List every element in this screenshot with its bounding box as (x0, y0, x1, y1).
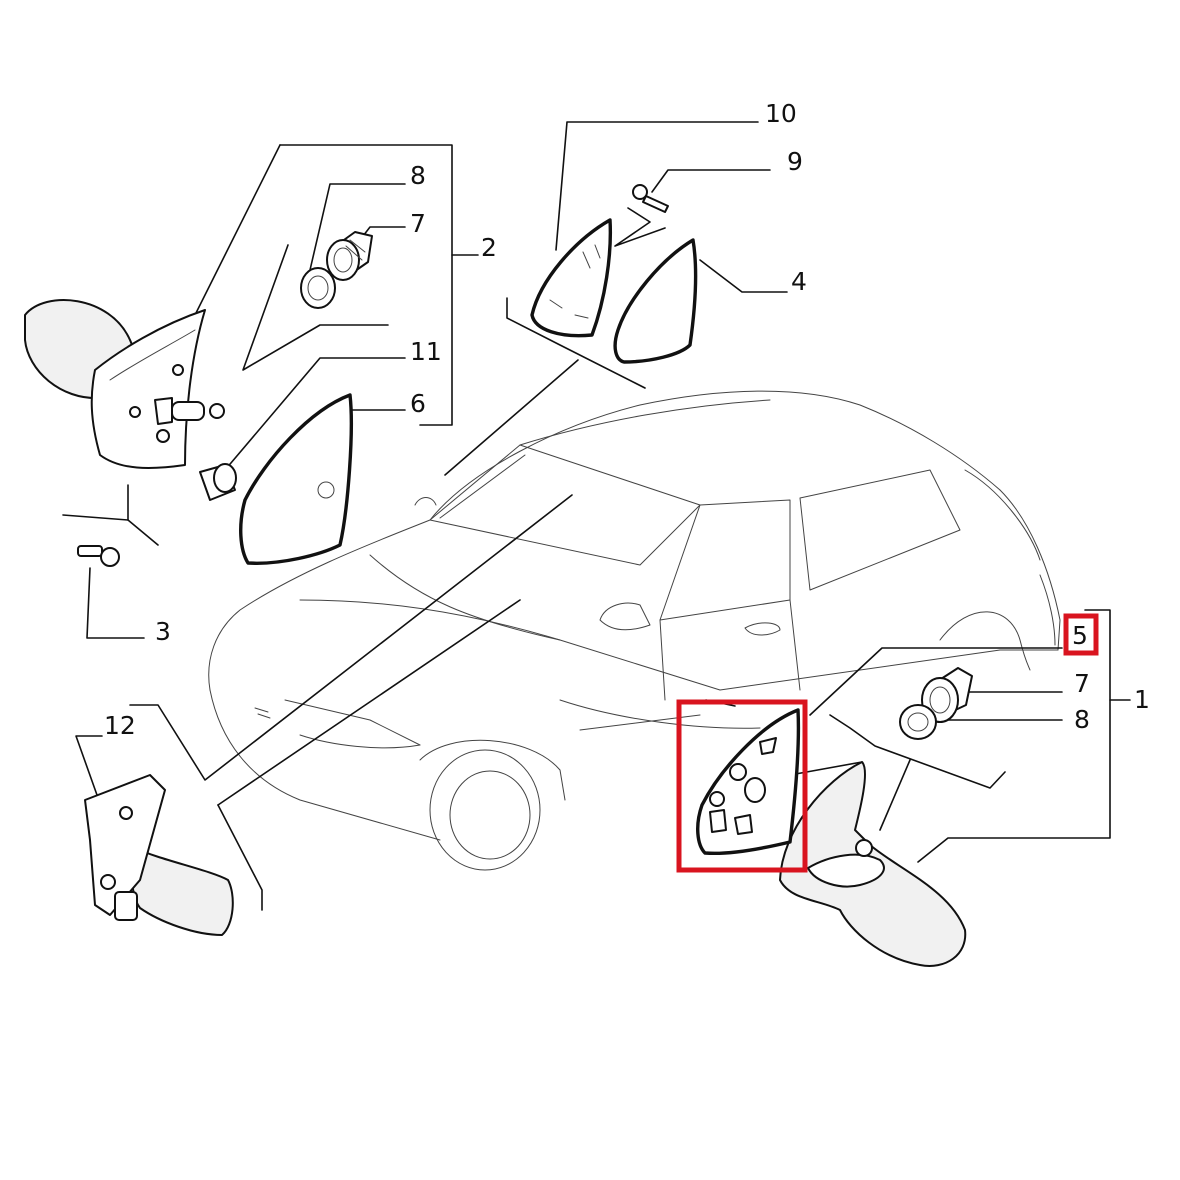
interior-mirror-part-12 (84, 774, 234, 936)
nut-part-8-top (300, 267, 336, 309)
callout-4: 4 (791, 267, 807, 296)
right-mirror-housing (779, 761, 967, 967)
screw-part-9 (632, 184, 669, 213)
callout-6: 6 (410, 389, 426, 418)
highlight-group (676, 613, 1099, 873)
mirror-base-part-5 (696, 708, 801, 856)
highlight-box-part-5 (676, 699, 808, 873)
highlight-box-label-5 (1063, 613, 1099, 656)
callout-8-right: 8 (1074, 705, 1090, 734)
spring-part-7-top (326, 231, 373, 281)
bushing-part-11 (199, 463, 237, 501)
callout-7-right: 7 (1074, 669, 1090, 698)
callout-labels: 10 9 8 7 2 4 11 6 3 5 7 1 8 12 (104, 99, 1150, 740)
nut-part-8-right (899, 704, 937, 740)
callout-5: 5 (1072, 621, 1088, 650)
callout-1: 1 (1134, 685, 1150, 714)
left-mirror-housing (24, 299, 225, 469)
callout-10: 10 (765, 99, 797, 128)
leader-lines (62, 121, 1131, 911)
callout-7-top: 7 (410, 209, 426, 238)
callout-3: 3 (155, 617, 171, 646)
screw-part-3 (77, 545, 120, 567)
callout-9: 9 (787, 147, 803, 176)
callout-11: 11 (410, 337, 442, 366)
callout-8-top: 8 (410, 161, 426, 190)
glass-part-4 (613, 238, 698, 364)
mirror-glass-part-6 (239, 393, 353, 565)
callout-12: 12 (104, 711, 136, 740)
callout-2: 2 (481, 233, 497, 262)
cover-part-10 (530, 218, 613, 338)
car-outline (208, 390, 1061, 871)
